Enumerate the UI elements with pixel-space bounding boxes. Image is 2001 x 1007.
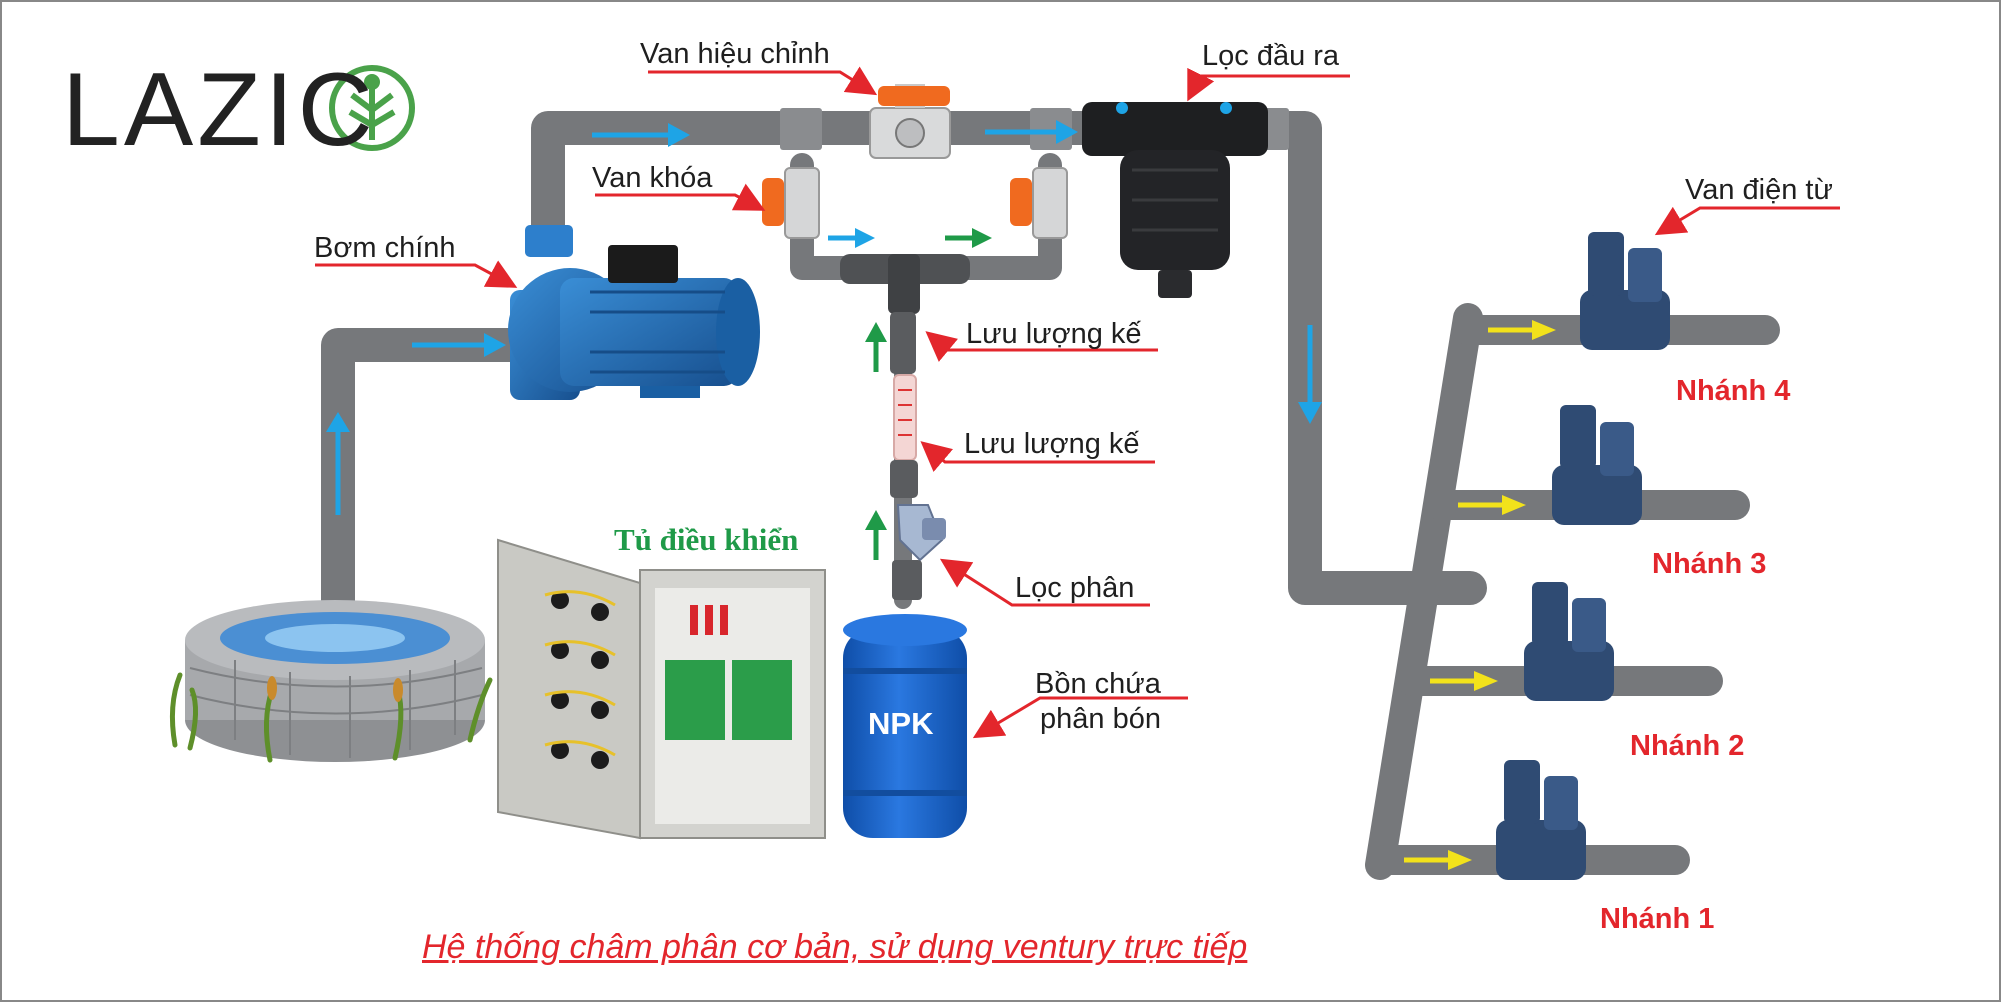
leader-main-pump [315, 260, 518, 288]
label-tank-line1: Bồn chứa [1035, 668, 1161, 700]
brand-logo: LAZIC [62, 58, 377, 162]
leader-adjust-valve [648, 66, 878, 96]
flow-arrow-branch-4 [1532, 320, 1556, 340]
npk-tank-illustration [843, 614, 967, 838]
label-main-pump: Bơm chính [314, 232, 456, 264]
flow-arrows [326, 120, 1556, 870]
label-branch-3: Nhánh 3 [1652, 548, 1767, 580]
flow-arrow-bypass-green [972, 228, 992, 248]
lock-valves-illustration [762, 167, 1068, 239]
logo-leaf-icon [329, 65, 415, 151]
label-outlet-filter: Lọc đầu ra [1202, 40, 1340, 72]
solenoid-valve-4 [1580, 232, 1670, 350]
control-cabinet-illustration [497, 538, 826, 840]
flow-arrow-top-blue [668, 123, 690, 147]
flow-arrow-branch-3 [1502, 495, 1526, 515]
label-tank-line2: phân bón [1040, 703, 1161, 735]
leader-tank [972, 696, 1188, 739]
label-flow-meter-2: Lưu lượng kế [964, 428, 1140, 460]
leader-flow-meter-2 [920, 441, 1155, 472]
flow-arrow-up-green [865, 322, 887, 342]
leader-flow-meter-1 [925, 331, 1158, 362]
pipe-well-riser [321, 328, 529, 647]
flow-arrow-branch-2 [1474, 671, 1498, 691]
label-adjust-valve: Van hiệu chỉnh [640, 38, 830, 70]
label-branch-4: Nhánh 4 [1676, 375, 1791, 407]
label-fertilizer-filter: Lọc phân [1015, 572, 1135, 604]
adjust-valve-illustration [869, 84, 951, 159]
label-branch-2: Nhánh 2 [1630, 730, 1745, 762]
well-illustration [169, 600, 493, 763]
solenoid-valve-3 [1552, 405, 1642, 525]
solenoid-valves-illustration [1496, 232, 1670, 880]
leader-solenoid [1654, 206, 1840, 236]
label-leaders [315, 66, 1840, 739]
label-flow-meter-1: Lưu lượng kế [966, 318, 1142, 350]
solenoid-valve-1 [1496, 760, 1586, 880]
label-npk: NPK [868, 706, 934, 741]
flow-arrow-top-blue-2 [1056, 120, 1078, 144]
label-lock-valve: Van khóa [592, 162, 713, 194]
fertilizer-filter-illustration [892, 504, 946, 600]
outlet-filter-illustration [1082, 102, 1268, 298]
brand-logo-text: LAZIC [62, 52, 377, 168]
pipe-manifold [1365, 303, 1483, 880]
flow-arrow-up-green-2 [865, 510, 887, 530]
solenoid-valve-2 [1524, 582, 1614, 701]
flow-arrow-branch-1 [1448, 850, 1472, 870]
label-solenoid-valve: Van điện từ [1685, 174, 1833, 206]
flow-arrow-down-blue [1298, 402, 1322, 424]
leader-outlet-filter [1187, 67, 1350, 102]
venturi-illustration [840, 254, 970, 314]
flow-arrow-bypass-blue [855, 228, 875, 248]
flow-arrow-up-blue [326, 412, 350, 432]
diagram-caption: Hệ thống châm phân cơ bản, sử dụng ventu… [422, 928, 1248, 966]
label-control-cabinet: Tủ điều khiển [614, 522, 799, 557]
flow-arrow-right-blue [484, 333, 506, 357]
leader-fertilizer-filter [939, 558, 1150, 607]
flow-meters-illustration [890, 312, 918, 498]
label-branch-1: Nhánh 1 [1600, 903, 1715, 935]
main-pump-illustration [508, 225, 760, 400]
leader-lock-valve [595, 183, 766, 211]
